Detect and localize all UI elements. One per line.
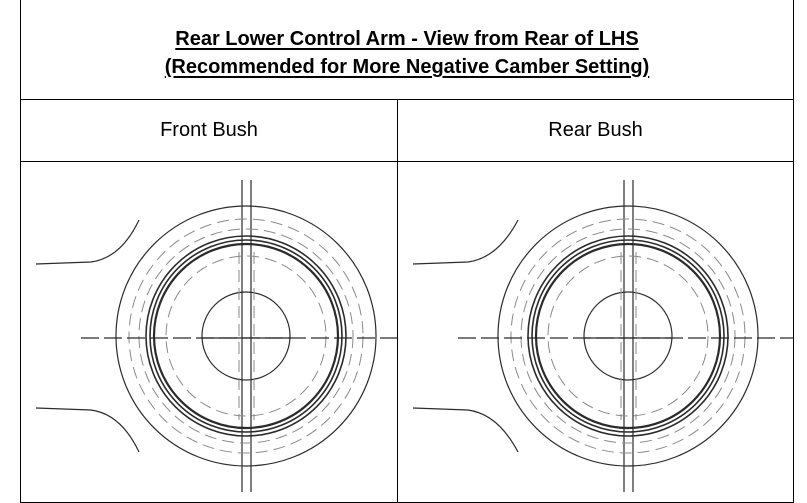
column-header-front-bush: Front Bush [21,100,398,162]
column-header-rear-bush: Rear Bush [398,100,793,162]
title-cell: Rear Lower Control Arm - View from Rear … [21,0,793,100]
title-line-2: (Recommended for More Negative Camber Se… [164,56,650,78]
front-bush-drawing-cell [21,162,398,502]
bush-drawing-icon [412,180,793,492]
rear-bush-drawing-cell [398,162,793,502]
column-header-label: Rear Bush [548,119,643,141]
document-table: Rear Lower Control Arm - View from Rear … [20,0,794,503]
bush-drawing-icon [35,180,397,492]
column-header-label: Front Bush [160,119,258,141]
title-line-1: Rear Lower Control Arm - View from Rear … [175,28,639,50]
